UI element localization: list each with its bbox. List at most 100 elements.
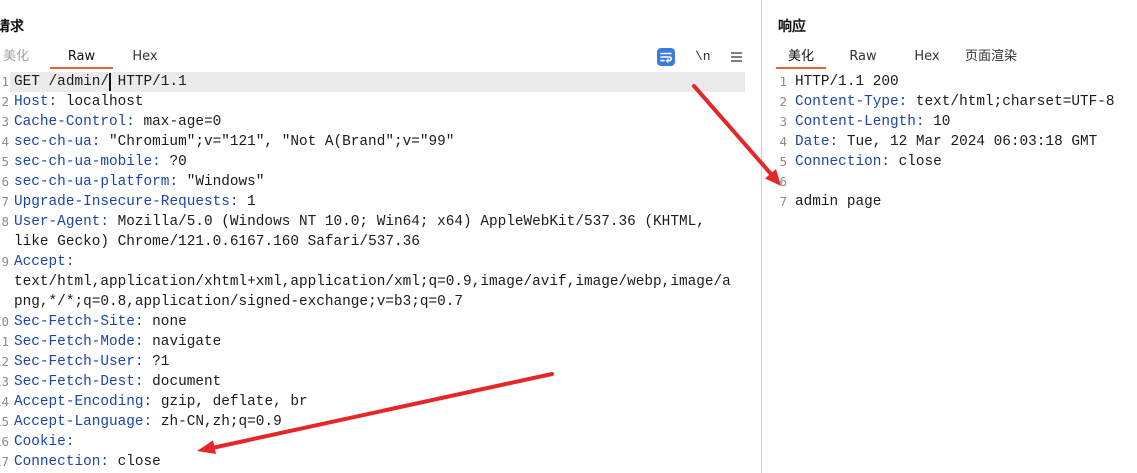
header-value: gzip, deflate, br bbox=[160, 394, 308, 410]
header-value: localhost bbox=[65, 94, 144, 110]
response-panel-title: 响应 bbox=[778, 19, 806, 35]
line-number: 2 bbox=[779, 94, 787, 109]
header-name: Cache-Control: bbox=[14, 114, 135, 130]
line-content: Connection:close bbox=[795, 152, 942, 172]
code-line: 7 admin page bbox=[762, 192, 1137, 212]
line-content: Cache-Control: max-age=0 bbox=[14, 112, 221, 132]
line-number: 14 bbox=[0, 394, 9, 409]
line-content: Accept-Language:zh-CN,zh;q=0.9 bbox=[14, 412, 282, 432]
code-line: 3 Cache-Control: max-age=0 bbox=[0, 112, 761, 132]
line-content: Accept: bbox=[14, 252, 74, 272]
show-newlines-button[interactable]: \n bbox=[695, 49, 711, 64]
header-value: zh-CN,zh;q=0.9 bbox=[160, 414, 282, 430]
tab-response-render[interactable]: 页面渲染 bbox=[964, 49, 1017, 64]
line-content: Upgrade-Insecure-Requests:1 bbox=[14, 192, 256, 212]
line-content: User-Agent: Mozilla/5.0 (Windows NT 10.0;… bbox=[14, 212, 705, 232]
tab-request-pretty[interactable]: 美化 bbox=[2, 49, 29, 64]
tab-response-raw[interactable]: Raw bbox=[849, 49, 877, 64]
line-content: Cookie: bbox=[14, 432, 74, 452]
line-content: Content-Type: text/html;charset=UTF-8 bbox=[795, 92, 1115, 112]
wrap-lines-button[interactable] bbox=[657, 48, 675, 66]
code-line: 5 sec-ch-ua-mobile:?0 bbox=[0, 152, 761, 172]
header-value: "Windows" bbox=[186, 174, 265, 190]
line-number: 1 bbox=[1, 74, 9, 89]
header-name: User-Agent: bbox=[14, 214, 109, 230]
header-name: Content-Length: bbox=[795, 114, 925, 130]
hamburger-menu-button[interactable] bbox=[729, 48, 747, 66]
code-line: 14 Accept-Encoding: gzip, deflate, br bbox=[0, 392, 761, 412]
line-content: Sec-Fetch-Site:none bbox=[14, 312, 187, 332]
text-cursor bbox=[109, 73, 111, 91]
line-content: sec-ch-ua-mobile:?0 bbox=[14, 152, 187, 172]
header-name: Content-Type: bbox=[795, 94, 908, 110]
line-text: png,*/*;q=0.8,application/signed-exchang… bbox=[14, 294, 464, 310]
line-number: 4 bbox=[779, 134, 787, 149]
header-value: close bbox=[117, 454, 161, 470]
current-line-highlight bbox=[10, 72, 745, 92]
line-number: 3 bbox=[1, 114, 9, 129]
header-value: ?1 bbox=[152, 354, 170, 370]
line-number: 4 bbox=[1, 134, 9, 149]
tab-response-hex[interactable]: Hex bbox=[914, 49, 940, 64]
header-value: Mozilla/5.0 (Windows NT 10.0; Win64; x64… bbox=[117, 214, 705, 230]
code-line: 8 User-Agent: Mozilla/5.0 (Windows NT 10.0… bbox=[0, 212, 761, 232]
line-content: Content-Length: 10 bbox=[795, 112, 950, 132]
header-value: 10 bbox=[933, 114, 951, 130]
tab-response-pretty[interactable]: 美化 bbox=[776, 47, 826, 69]
line-content: Sec-Fetch-Dest:document bbox=[14, 372, 221, 392]
line-content: sec-ch-ua-platform:"Windows" bbox=[14, 172, 264, 192]
wrap-lines-icon bbox=[657, 48, 675, 66]
line-number: 1 bbox=[779, 74, 787, 89]
response-editor[interactable]: 1 HTTP/1.1 200 2 Content-Type: text/html;cha… bbox=[762, 72, 1137, 473]
header-name: Sec-Fetch-User: bbox=[14, 354, 144, 370]
header-name: sec-ch-ua: bbox=[14, 134, 101, 150]
header-name: Accept: bbox=[14, 254, 75, 270]
line-content: GET /admin/ HTTP/1.1 bbox=[14, 72, 187, 92]
line-number: 7 bbox=[779, 194, 787, 209]
line-number: 12 bbox=[0, 354, 9, 369]
header-name: Connection: bbox=[795, 154, 890, 170]
code-line: 4 Date: Tue, 12 Mar 2024 06:03:18 GMT bbox=[762, 132, 1137, 152]
code-line: like Gecko) Chrome/121.0.6167.160 Safari… bbox=[0, 232, 761, 252]
code-line: 6 bbox=[762, 172, 1137, 192]
line-content: like Gecko) Chrome/121.0.6167.160 Safari… bbox=[14, 232, 420, 252]
code-line: 1 GET /admin/ HTTP/1.1 bbox=[0, 72, 761, 92]
line-text: text/html,application/xhtml+xml,applicat… bbox=[14, 274, 731, 290]
header-name: Accept-Encoding: bbox=[14, 394, 153, 410]
header-value: 1 bbox=[247, 194, 256, 210]
code-line: 10 Sec-Fetch-Site:none bbox=[0, 312, 761, 332]
line-content: text/html,application/xhtml+xml,applicat… bbox=[14, 272, 731, 292]
line-text: admin page bbox=[795, 194, 882, 210]
line-number: 5 bbox=[1, 154, 9, 169]
code-line: png,*/*;q=0.8,application/signed-exchang… bbox=[0, 292, 761, 312]
line-content: png,*/*;q=0.8,application/signed-exchang… bbox=[14, 292, 463, 312]
line-number: 9 bbox=[1, 254, 9, 269]
line-number: 10 bbox=[0, 314, 9, 329]
header-value: Tue, 12 Mar 2024 06:03:18 GMT bbox=[846, 134, 1098, 150]
line-content: HTTP/1.1 200 bbox=[795, 72, 899, 92]
code-line: 1 HTTP/1.1 200 bbox=[762, 72, 1137, 92]
header-value: text/html;charset=UTF-8 bbox=[915, 94, 1115, 110]
line-number: 8 bbox=[1, 214, 9, 229]
code-line: 2 Content-Type: text/html;charset=UTF-8 bbox=[762, 92, 1137, 112]
line-content: Sec-Fetch-Mode:navigate bbox=[14, 332, 221, 352]
header-value: max-age=0 bbox=[143, 114, 222, 130]
line-number: 15 bbox=[0, 414, 9, 429]
tab-request-hex[interactable]: Hex bbox=[132, 49, 158, 64]
line-text: HTTP/1.1 200 bbox=[795, 74, 899, 90]
code-line: 17Connection:close bbox=[0, 452, 761, 472]
header-name: Connection: bbox=[14, 454, 109, 470]
tab-request-raw[interactable]: Raw bbox=[50, 47, 113, 69]
line-text: like Gecko) Chrome/121.0.6167.160 Safari… bbox=[14, 234, 420, 250]
header-name: Date: bbox=[795, 134, 839, 150]
line-content: Host:localhost bbox=[14, 92, 144, 112]
